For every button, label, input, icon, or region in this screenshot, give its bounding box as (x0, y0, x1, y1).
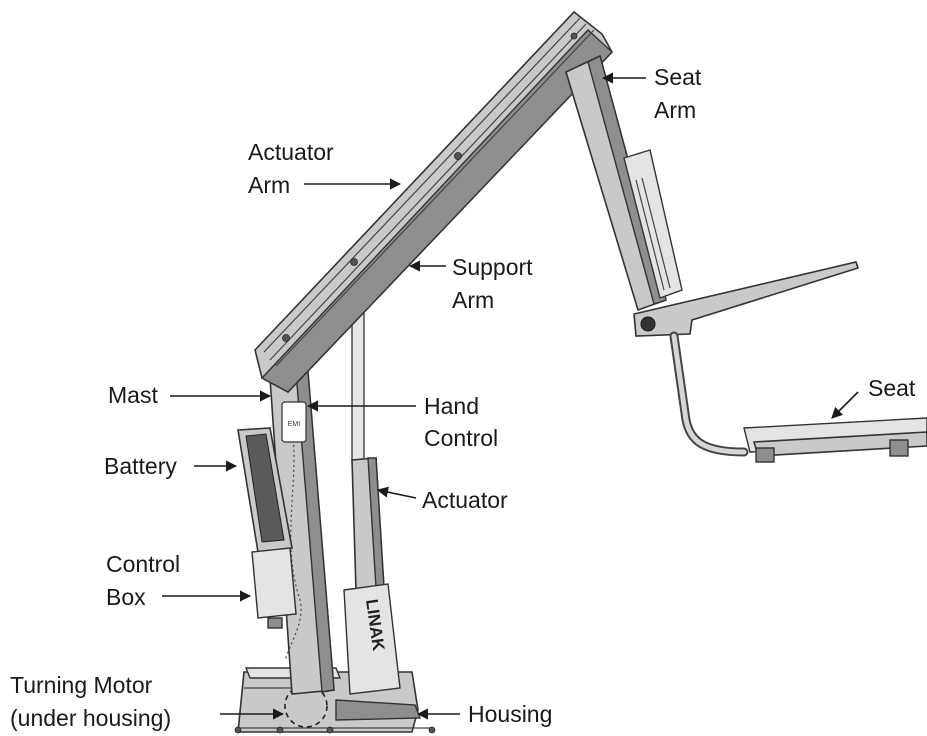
label-turning-motor-line2: (under housing) (10, 705, 171, 731)
hand-control-shape: EMI (281, 401, 307, 443)
labels: Seat Arm Actuator Arm Support Arm Mast H… (10, 64, 916, 731)
turning-motor-shape (284, 684, 328, 728)
battery-shape (237, 427, 293, 553)
actuator-shape: LINAK (343, 311, 401, 695)
label-battery: Battery (104, 453, 177, 479)
label-control-box-line1: Control (106, 551, 180, 577)
label-actuator: Actuator (422, 487, 508, 513)
leader-actuator (376, 486, 417, 499)
actuator-arm-shape (254, 10, 613, 393)
lift-drawing: EMI LINAK (234, 10, 927, 734)
control-box-shape (251, 547, 297, 629)
seat-shape (743, 417, 927, 463)
label-mast: Mast (108, 382, 158, 408)
label-seat-arm-line2: Arm (654, 97, 696, 123)
label-hand-control-line1: Hand (424, 393, 479, 419)
label-seat: Seat (868, 375, 916, 401)
seat-arm-shape (565, 54, 683, 312)
label-actuator-arm-line2: Arm (248, 172, 290, 198)
label-control-box-line2: Box (106, 584, 146, 610)
label-actuator-arm-line1: Actuator (248, 139, 334, 165)
leader-seat (831, 391, 859, 419)
label-support-arm-line1: Support (452, 254, 533, 280)
label-support-arm-line2: Arm (452, 287, 494, 313)
label-housing: Housing (468, 701, 552, 727)
label-seat-arm-line1: Seat (654, 64, 702, 90)
label-turning-motor-line1: Turning Motor (10, 672, 153, 698)
hand-control-text: EMI (288, 421, 301, 428)
seat-bracket-shape (633, 261, 860, 337)
label-hand-control-line2: Control (424, 425, 498, 451)
housing-shape (234, 667, 436, 734)
